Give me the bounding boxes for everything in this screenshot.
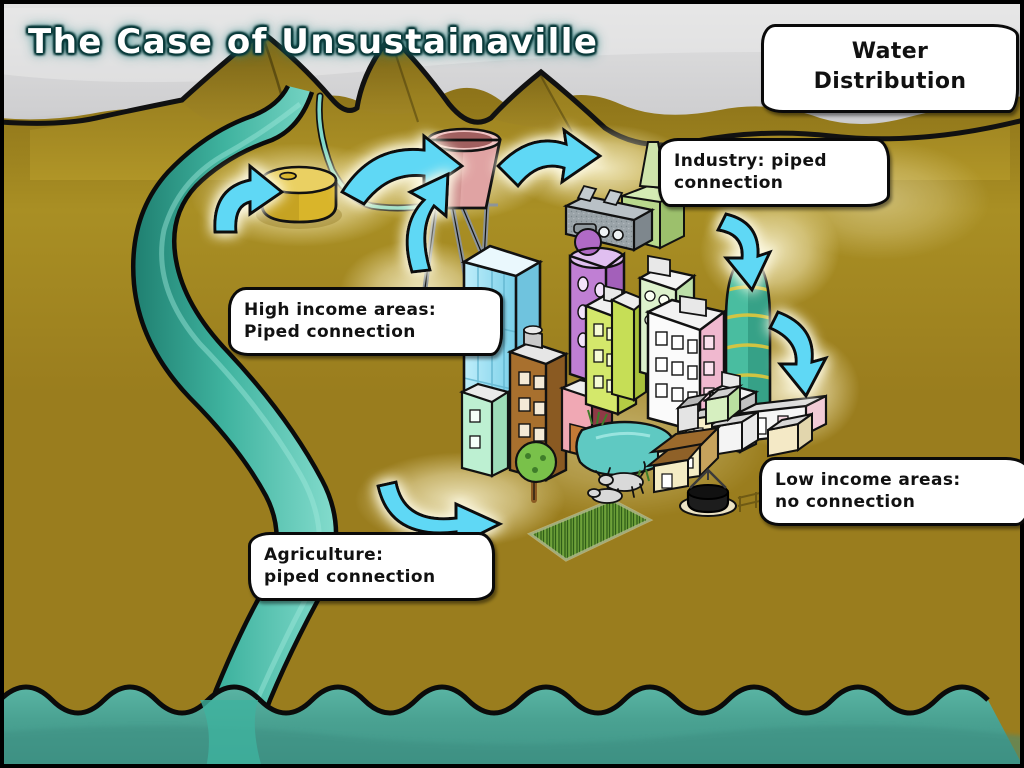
callout-line: Water: [851, 39, 929, 64]
callout-high-income-areas: High income areas: Piped connection: [228, 287, 503, 357]
callout-water-distribution: Water Distribution: [761, 24, 1019, 113]
arrow-river-to-tank: [213, 162, 285, 234]
callout-line: Low income areas:: [775, 470, 961, 490]
callout-industry: Industry: piped connection: [658, 138, 890, 208]
callout-line: Distribution: [813, 69, 967, 95]
callout-low-income-areas: Low income areas: no connection: [759, 457, 1024, 527]
cattle-illustration: [587, 461, 646, 504]
flow-arrows: [213, 126, 829, 549]
arrow-city-to-tower: [405, 171, 450, 274]
low-income-settlement-illustration: [644, 383, 828, 517]
callout-line: connection: [674, 173, 784, 194]
callout-agriculture: Agriculture: piped connection: [248, 532, 495, 602]
callout-line: piped connection: [264, 567, 436, 588]
callout-line: no connection: [775, 492, 916, 513]
tree-illustration: [514, 440, 558, 503]
callout-line: High income areas:: [244, 300, 437, 320]
arrow-industry-to-city: [715, 212, 773, 293]
arrow-city-to-low-income: [767, 310, 829, 399]
callout-line: Piped connection: [244, 322, 416, 343]
arrow-tank-to-tower: [339, 132, 465, 206]
callout-line: Industry: piped: [674, 151, 827, 171]
callout-line: Agriculture:: [264, 545, 384, 565]
crop-field-illustration: [526, 498, 654, 562]
arrow-tower-to-industry: [495, 126, 603, 189]
